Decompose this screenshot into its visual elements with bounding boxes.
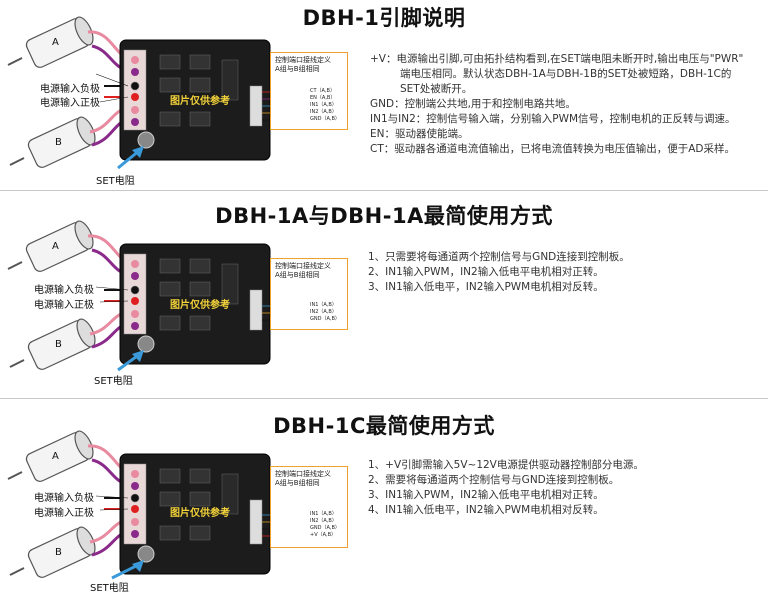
power-negative-label: 电源输入负极 xyxy=(34,489,94,504)
set-resistor-label: SET电阻 xyxy=(94,372,133,387)
motor-b-label: B xyxy=(55,137,62,148)
power-positive-label: 电源输入正极 xyxy=(40,94,100,109)
pin-label: IN2（A,B） xyxy=(310,308,337,315)
callout-subtitle: A组与B组相同 xyxy=(271,65,347,74)
pin-label: IN1（A,B） xyxy=(310,101,337,108)
power-negative-label: 电源输入负极 xyxy=(34,281,94,296)
callout-title: 控制端口接线定义 xyxy=(271,467,347,479)
pin-label: EN（A,B） xyxy=(310,94,335,101)
pin-label: IN2（A,B） xyxy=(310,108,337,115)
usage-description-text: 1、+V引脚需输入5V~12V电源提供驱动器控制部分电源。 2、需要将每通道两个… xyxy=(368,458,644,518)
section-pin-description: DBH-1引脚说明 xyxy=(0,0,768,190)
callout-title: 控制端口接线定义 xyxy=(271,259,347,271)
desc-line: EN：驱动器使能端。 xyxy=(370,127,743,142)
desc-line: 4、IN1输入低电平，IN2输入PWM电机相对反转。 xyxy=(368,503,644,518)
desc-line: 3、IN1输入PWM，IN2输入低电平电机相对正转。 xyxy=(368,488,644,503)
power-positive-label: 电源输入正极 xyxy=(34,504,94,519)
pin-label: GND（A,B） xyxy=(310,115,340,122)
desc-line: SET处被断开。 xyxy=(370,82,743,97)
desc-line: IN1与IN2：控制信号输入端，分别输入PWM信号，控制电机的正反转与调速。 xyxy=(370,112,743,127)
pin-label: CT（A,B） xyxy=(310,87,335,94)
pin-description-text: +V：电源输出引脚,可由拓扑结构看到,在SET端电阻未断开时,输出电压与"PWR… xyxy=(370,52,743,157)
desc-line: GND：控制端公共地,用于和控制电路共地。 xyxy=(370,97,743,112)
pin-label: IN1（A,B） xyxy=(310,510,337,517)
pin-label: IN2（A,B） xyxy=(310,517,337,524)
desc-line: CT：驱动器各通道电流值输出，已将电流值转换为电压值输出，便于AD采样。 xyxy=(370,142,743,157)
pin-label: GND（A,B） xyxy=(310,315,340,322)
motor-a-label: A xyxy=(52,37,59,48)
callout-subtitle: A组与B组相同 xyxy=(271,479,347,488)
section-dbh-1c-usage: DBH-1C最简使用方式 xyxy=(0,398,768,594)
watermark-text: 图片仅供参考 xyxy=(170,92,230,107)
desc-line: 1、只需要将每通道两个控制信号与GND连接到控制板。 xyxy=(368,250,630,265)
power-positive-label: 电源输入正极 xyxy=(34,296,94,311)
desc-line: 2、IN1输入PWM，IN2输入低电平电机相对正转。 xyxy=(368,265,630,280)
watermark-text: 图片仅供参考 xyxy=(170,296,230,311)
control-port-callout: 控制端口接线定义 A组与B组相同 xyxy=(270,466,348,548)
watermark-text: 图片仅供参考 xyxy=(170,504,230,519)
motor-b-label: B xyxy=(55,339,62,350)
callout-subtitle: A组与B组相同 xyxy=(271,271,347,280)
usage-description-text: 1、只需要将每通道两个控制信号与GND连接到控制板。 2、IN1输入PWM，IN… xyxy=(368,250,630,295)
desc-line: 2、需要将每通道两个控制信号与GND连接到控制板。 xyxy=(368,473,644,488)
set-resistor-label: SET电阻 xyxy=(90,579,129,594)
power-negative-label: 电源输入负极 xyxy=(40,80,100,95)
pin-label: +V（A,B） xyxy=(310,531,336,538)
callout-title: 控制端口接线定义 xyxy=(271,53,347,65)
section-dbh-1a-usage: DBH-1A与DBH-1A最简使用方式 xyxy=(0,190,768,395)
pin-label: GND（A,B） xyxy=(310,524,340,531)
set-resistor-label: SET电阻 xyxy=(96,172,135,187)
motor-a-label: A xyxy=(52,451,59,462)
pin-label: IN1（A,B） xyxy=(310,301,337,308)
desc-line: +V：电源输出引脚,可由拓扑结构看到,在SET端电阻未断开时,输出电压与"PWR… xyxy=(370,52,743,67)
desc-line: 3、IN1输入低电平，IN2输入PWM电机相对反转。 xyxy=(368,280,630,295)
motor-a-label: A xyxy=(52,241,59,252)
desc-line: 端电压相同。默认状态DBH-1A与DBH-1B的SET处被短路，DBH-1C的 xyxy=(370,67,743,82)
motor-b-label: B xyxy=(55,547,62,558)
desc-line: 1、+V引脚需输入5V~12V电源提供驱动器控制部分电源。 xyxy=(368,458,644,473)
